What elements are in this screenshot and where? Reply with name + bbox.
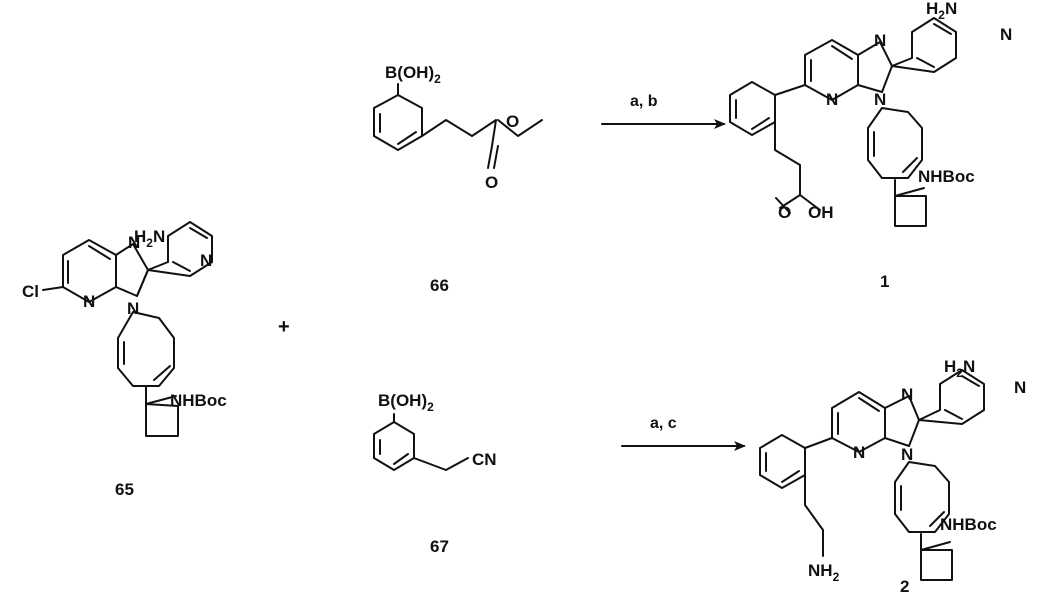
amine-nh2-label: NH2 xyxy=(808,561,840,584)
pyridine-n-label: N xyxy=(853,443,865,462)
reaction-conditions-bottom: a, c xyxy=(650,415,677,432)
pyridine-n-label: N xyxy=(826,90,838,109)
aminopyridine-n-label: N xyxy=(200,251,212,270)
arrow-top: a, b xyxy=(601,93,726,129)
aminopyridine-n-label: N xyxy=(1014,378,1026,397)
nitrile-label: CN xyxy=(472,450,497,469)
compound-number-1: 1 xyxy=(880,272,889,291)
ester-o-label: O xyxy=(506,112,519,131)
imidazole-nsub-label: N xyxy=(901,445,913,464)
compound-number-65: 65 xyxy=(115,480,134,499)
imidazole-n-label: N xyxy=(901,385,913,404)
pyridine-n-label: N xyxy=(83,292,95,311)
imidazole-nsub-label: N xyxy=(127,299,139,318)
imidazole-n-label: N xyxy=(874,31,886,50)
nhboc-label: NHBoc xyxy=(940,515,997,534)
compound-number-2: 2 xyxy=(900,577,909,593)
boronic-acid-label: B(OH)2 xyxy=(378,391,434,414)
aminopyridine-n-label: N xyxy=(1000,25,1012,44)
reaction-conditions-top: a, b xyxy=(630,93,658,110)
amino-h-label: H2N xyxy=(134,227,165,250)
acid-o-label: O xyxy=(778,203,791,222)
plus-sign: + xyxy=(278,316,290,338)
chlorine-label: Cl xyxy=(22,282,39,301)
arrow-bottom: a, c xyxy=(621,415,746,451)
compound-number-67: 67 xyxy=(430,537,449,556)
amino-h-label: H2N xyxy=(926,0,957,22)
compound-2: N N N H2N N NHBoc NH2 2 xyxy=(759,357,1026,593)
compound-66: B(OH)2 O O 66 xyxy=(373,63,543,295)
imidazole-nsub-label: N xyxy=(874,90,886,109)
compound-number-66: 66 xyxy=(430,276,449,295)
acid-oh-label: OH xyxy=(808,203,834,222)
compound-1: N N N H2N N NHBoc O OH 1 xyxy=(729,0,1012,291)
nhboc-label: NHBoc xyxy=(170,391,227,410)
nhboc-label: NHBoc xyxy=(918,167,975,186)
boronic-acid-label: B(OH)2 xyxy=(385,63,441,86)
imidazole-n-label: N xyxy=(128,233,140,252)
carbonyl-o-label: O xyxy=(485,173,498,192)
compound-65: Cl N N N H2N N NHBoc 65 xyxy=(22,221,227,499)
amino-h-label: H2N xyxy=(944,357,975,380)
compound-67: B(OH)2 CN 67 xyxy=(373,391,497,556)
